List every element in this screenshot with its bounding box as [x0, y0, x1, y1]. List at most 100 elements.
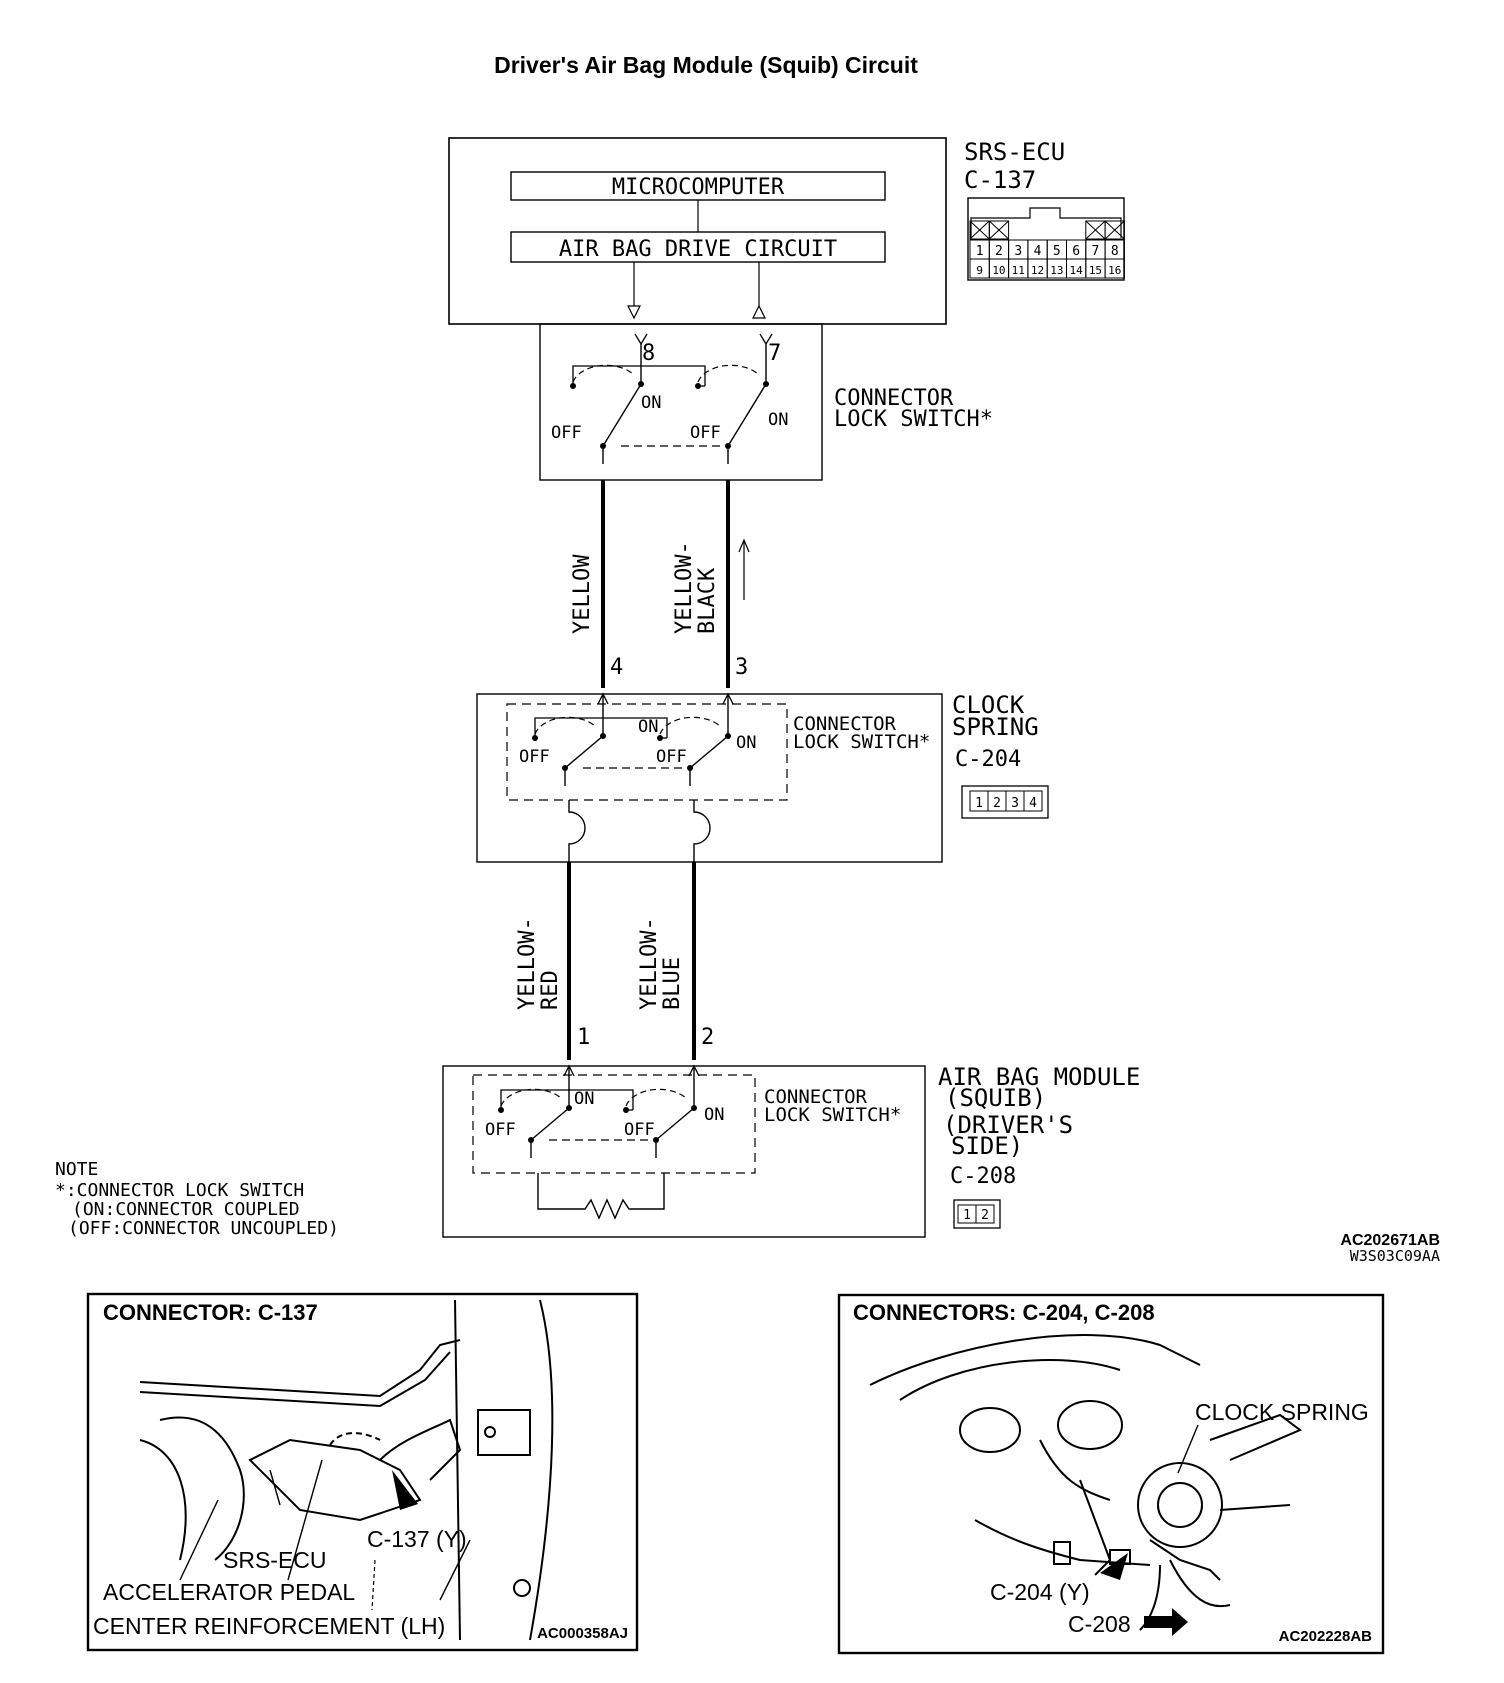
note-line-3: (ON:CONNECTOR COUPLED — [72, 1199, 300, 1220]
switch-contact — [600, 733, 606, 739]
connector-pin-cell — [975, 1204, 995, 1224]
off-label: OFF — [656, 747, 687, 767]
lock-switch-label-3b: LOCK SWITCH* — [764, 1104, 901, 1126]
switch-blade — [727, 383, 767, 447]
squib-resistor — [537, 1173, 665, 1220]
wire-yellow-label: YELLOW — [570, 554, 595, 634]
unused-pin-mark — [969, 220, 990, 240]
connector-pin-number: 4 — [1029, 796, 1037, 811]
switch-blade — [530, 1107, 570, 1141]
switch-blade — [564, 735, 604, 769]
inset-c204-label: C-204 (Y) — [990, 1579, 1090, 1605]
switch-contact — [691, 1105, 697, 1111]
connector-pin-number: 5 — [1053, 244, 1061, 259]
lock-switch-label-1a: CONNECTOR — [834, 386, 954, 411]
connector-pin-number: 16 — [1108, 264, 1121, 277]
connector-pin-number: 1 — [976, 244, 984, 259]
switch-contact — [763, 381, 769, 387]
unused-pin-mark — [1085, 220, 1106, 240]
connector-pin-number: 3 — [1014, 244, 1022, 259]
unused-pin-mark — [1104, 220, 1125, 240]
c137-label: C-137 — [964, 166, 1036, 194]
airbag-module-label-1: AIR BAG MODULE — [938, 1063, 1140, 1091]
switch-short-bar — [534, 717, 668, 738]
inset-c208-label: C-208 — [1068, 1611, 1131, 1637]
pin-8: 8 — [642, 341, 655, 366]
switch-short-bar — [572, 365, 706, 386]
diagram-title: Driver's Air Bag Module (Squib) Circuit — [494, 52, 918, 78]
unused-pin-mark — [988, 220, 1010, 240]
terminal-fork — [759, 333, 773, 346]
switch-motion-arc — [534, 716, 596, 735]
inset-srs-ecu-label: SRS-ECU — [223, 1547, 327, 1573]
connector-pin-number: 11 — [1012, 264, 1025, 277]
inset-c137-connector-label: C-137 (Y) — [367, 1526, 467, 1552]
terminal-arrow — [722, 692, 734, 705]
pin-2: 2 — [701, 1025, 714, 1050]
off-label: OFF — [551, 423, 582, 443]
clock-spring-label-2: SPRING — [952, 713, 1039, 741]
pin-7: 7 — [768, 341, 781, 366]
inset-reinforcement-label: CENTER REINFORCEMENT (LH) — [93, 1613, 445, 1639]
airbag-module-label-3: (DRIVER'S — [943, 1111, 1073, 1139]
lock-switch-label-2a: CONNECTOR — [793, 713, 897, 735]
switch-motion-arc — [697, 364, 759, 383]
airbag-module-label-4: SIDE) — [951, 1132, 1023, 1160]
connector-pin-number: 9 — [976, 264, 983, 277]
inset-c137-code: AC000358AJ — [537, 1625, 628, 1642]
ecu-connector-lock-switch — [539, 323, 823, 481]
drive-circuit-block — [510, 231, 886, 263]
airbag-module-box — [442, 1065, 926, 1238]
terminal-fork — [634, 333, 648, 346]
switch-short-bar — [500, 1089, 634, 1110]
srs-ecu-box: MICROCOMPUTER AIR BAG DRIVE CIRCUIT — [448, 137, 947, 325]
connector-pin-number: 10 — [992, 264, 1005, 277]
connector-pin-cell — [1104, 258, 1125, 279]
spring-coil — [568, 800, 586, 862]
on-label: ON — [641, 393, 661, 413]
lock-switch-label-3a: CONNECTOR — [764, 1086, 868, 1108]
connectors-c204-c208-location-inset — [837, 1293, 1385, 1655]
pin-3: 3 — [735, 655, 748, 680]
switch-contact — [638, 381, 644, 387]
wire-yellow-blue-label-1: YELLOW- — [637, 917, 662, 1010]
connector-pin-number: 2 — [995, 244, 1003, 259]
connector-pin-number: 12 — [1031, 264, 1044, 277]
connector-c137-location-inset — [86, 1292, 639, 1652]
inset-pedal-label: ACCELERATOR PEDAL — [103, 1579, 355, 1605]
terminal-arrow — [563, 1064, 575, 1077]
on-label: ON — [736, 733, 756, 753]
spring-coil — [693, 800, 711, 862]
off-label: OFF — [519, 747, 550, 767]
unused-pin-mark — [988, 220, 1009, 240]
switch-motion-arc — [572, 364, 634, 383]
connector-pin-number: 1 — [975, 796, 983, 811]
clock-spring-label-1: CLOCK — [952, 691, 1025, 719]
lock-switch-label-1b: LOCK SWITCH* — [834, 407, 993, 432]
inset-c204-c208-title: CONNECTORS: C-204, C-208 — [853, 1300, 1155, 1325]
microcomputer-label: MICROCOMPUTER — [612, 175, 785, 200]
switch-blade — [602, 383, 642, 447]
c208-label: C-208 — [950, 1164, 1016, 1189]
connector-pin-number: 6 — [1072, 244, 1080, 259]
inset-c137-title: CONNECTOR: C-137 — [103, 1300, 318, 1325]
connector-pin-number: 14 — [1070, 264, 1084, 277]
on-label: ON — [768, 410, 788, 430]
pin-4: 4 — [610, 655, 623, 680]
inset-clock-spring-label: CLOCK SPRING — [1195, 1399, 1369, 1425]
connector-pin-number: 13 — [1050, 264, 1063, 277]
drive-circuit-label: AIR BAG DRIVE CIRCUIT — [559, 237, 837, 262]
switch-blade — [655, 1107, 695, 1141]
connector-pin-number: 15 — [1089, 264, 1102, 277]
connector-pin-number: 4 — [1034, 244, 1042, 259]
pin-1: 1 — [577, 1025, 590, 1050]
switch-motion-arc — [625, 1088, 687, 1107]
switch-motion-arc — [500, 1088, 562, 1107]
note-line-1: NOTE — [55, 1159, 98, 1180]
inset-c204-c208-code: AC202228AB — [1279, 1628, 1373, 1645]
switch-contact — [725, 733, 731, 739]
